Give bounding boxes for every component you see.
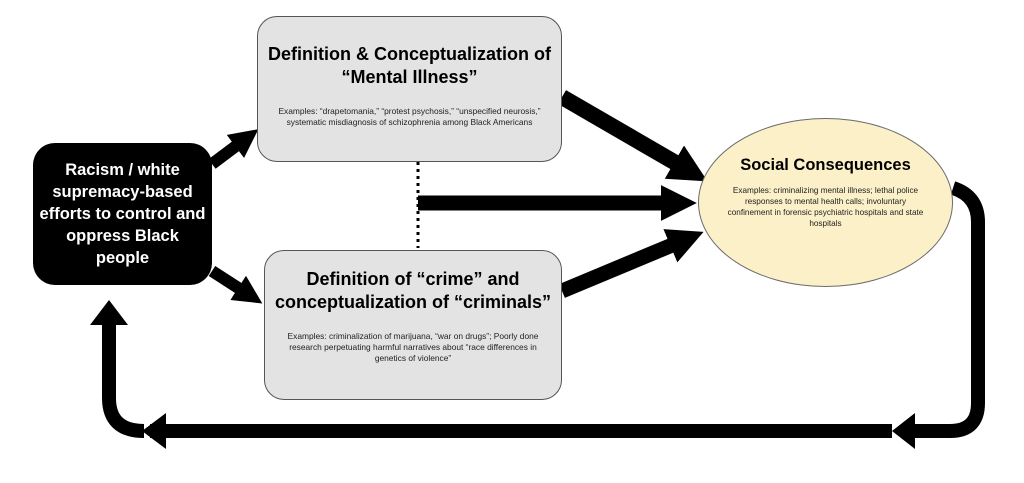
loop-arrowhead-up bbox=[90, 300, 128, 325]
loop-arrowhead-right bbox=[892, 413, 915, 449]
racism-label: Racism / white supremacy-based efforts t… bbox=[39, 161, 206, 267]
arrow-crime-to-consequences bbox=[559, 229, 704, 298]
social-consequences-examples: Examples: criminalizing mental illness; … bbox=[727, 186, 924, 228]
arrow-racism-to-crime bbox=[208, 265, 263, 304]
loop-left-curve bbox=[102, 323, 145, 438]
loop-arrowhead-left bbox=[142, 413, 166, 449]
social-consequences-title: Social Consequences bbox=[740, 156, 911, 174]
social-consequences-node: Social Consequences Examples: criminaliz… bbox=[698, 118, 953, 287]
mental-illness-node: Definition & Conceptualization of “Menta… bbox=[257, 16, 562, 162]
mental-illness-title: Definition & Conceptualization of “Menta… bbox=[268, 44, 551, 87]
arrow-mental-illness-to-consequences bbox=[557, 90, 708, 182]
crime-node: Definition of “crime” and conceptualizat… bbox=[264, 250, 562, 400]
arrow-racism-to-mental-illness bbox=[208, 129, 259, 169]
crime-examples: Examples: criminalization of marijuana, … bbox=[287, 331, 539, 363]
crime-title: Definition of “crime” and conceptualizat… bbox=[274, 269, 552, 312]
racism-node: Racism / white supremacy-based efforts t… bbox=[33, 143, 212, 285]
loop-right-curve bbox=[912, 181, 985, 438]
mental-illness-examples: Examples: “drapetomania,” “protest psych… bbox=[278, 106, 541, 127]
